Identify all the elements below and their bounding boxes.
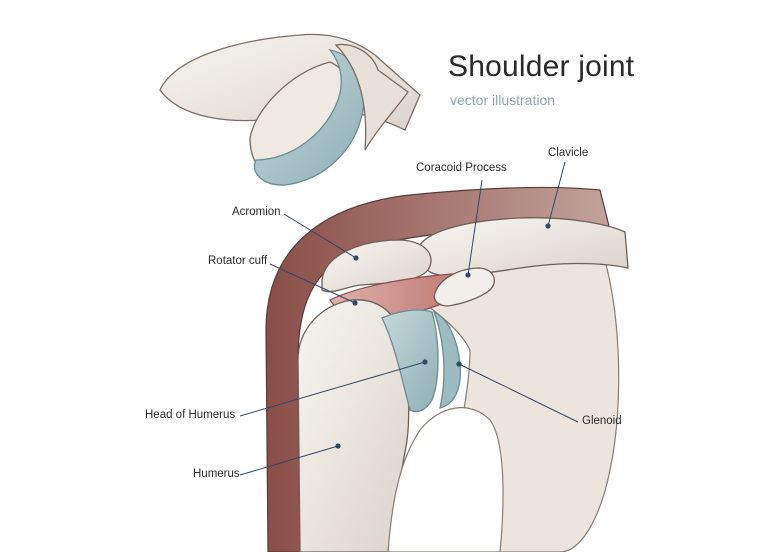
dot-acromion (353, 255, 359, 261)
humeral-head-cartilage (381, 309, 439, 413)
leader-clavicle (547, 161, 566, 227)
dot-humerus (335, 443, 341, 449)
label-rotator-cuff: Rotator cuff (208, 255, 268, 267)
leader-dots (335, 223, 551, 449)
label-clavicle: Clavicle (548, 147, 589, 159)
leader-head-of-humerus (239, 361, 426, 417)
coracoid-bone (433, 267, 495, 307)
dot-clavicle (545, 223, 551, 229)
leader-coracoid (467, 179, 483, 276)
leader-lines (239, 161, 579, 476)
leader-humerus (239, 445, 339, 476)
main-shoulder-illustration (265, 186, 629, 552)
dot-coracoid (465, 272, 471, 278)
leader-glenoid (458, 363, 579, 423)
label-head-of-humerus: Head of Humerus (145, 409, 236, 421)
page-subtitle: vector illustration (450, 92, 556, 108)
label-coracoid-process: Coracoid Process (416, 162, 507, 174)
inset-joint-illustration (159, 33, 421, 186)
leader-acromion (283, 213, 357, 259)
leader-rotator-cuff (269, 263, 356, 304)
inset-socket (334, 43, 409, 151)
glenoid-cartilage (432, 310, 461, 409)
label-glenoid: Glenoid (582, 415, 622, 427)
acromion-bone (321, 239, 432, 293)
dot-rotator-cuff (352, 300, 358, 306)
axilla-gap (387, 407, 504, 552)
label-acromion: Acromion (232, 206, 281, 218)
label-humerus: Humerus (193, 468, 240, 480)
dot-head-of-humerus (422, 359, 428, 365)
dot-glenoid (456, 361, 462, 367)
page-title: Shoulder joint (448, 50, 635, 83)
